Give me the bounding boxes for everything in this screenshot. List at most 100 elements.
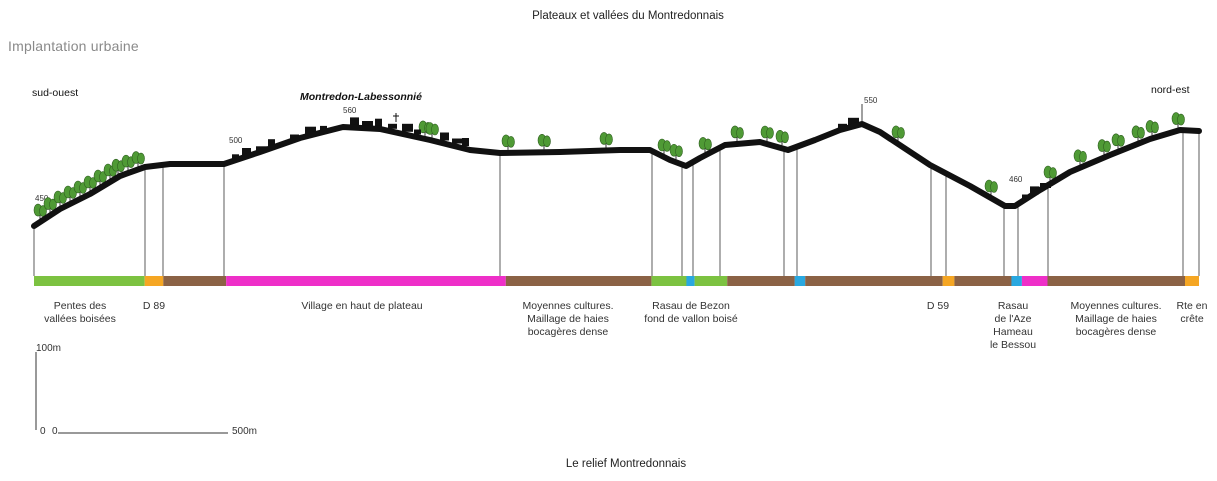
- tree-icon: [891, 125, 905, 141]
- tree-icon: [53, 190, 67, 206]
- ground-band-segment: [1011, 276, 1022, 286]
- building-icon: [440, 132, 449, 141]
- tree-icon: [730, 125, 744, 141]
- tree-icon: [669, 143, 683, 160]
- direction-northeast-label: nord-est: [1151, 84, 1190, 96]
- elevation-label-village: 560: [343, 106, 357, 115]
- ground-band-segment: [144, 276, 164, 286]
- diagram-title: Plateaux et vallées du Montredonnais: [532, 10, 724, 22]
- terrain-profile-line: [31, 121, 1202, 229]
- elevation-label-500: 500: [229, 136, 243, 145]
- elevation-label-sw: 450: [35, 194, 49, 203]
- scale-origin-x-label: 0: [52, 426, 58, 437]
- tree-icon: [425, 122, 439, 138]
- church-spire-icon: [393, 113, 399, 122]
- building-icon: [350, 117, 359, 126]
- tree-icon: [501, 134, 515, 150]
- zone-label-line: Maillage de haies: [1075, 313, 1157, 325]
- zone-label-line: Rte en: [1176, 300, 1208, 312]
- ground-band-segment: [805, 276, 943, 286]
- zone-label-line: bocagères dense: [1075, 326, 1157, 338]
- tree-icon: [1073, 149, 1087, 165]
- building-icon: [414, 129, 421, 135]
- tree-icon: [760, 125, 774, 141]
- ground-band-segment: [794, 276, 806, 286]
- zone-label-line: Pentes des: [53, 300, 107, 312]
- building-icon: [242, 148, 251, 156]
- zone-label-d89: D 89: [143, 300, 165, 313]
- building-icon: [362, 121, 373, 126]
- ground-band-segment: [1185, 276, 1199, 286]
- zone-label-line: Hameau: [993, 326, 1033, 338]
- ground-band-segment: [954, 276, 1012, 286]
- ground-band-segment: [686, 276, 695, 286]
- diagram-subtitle: Implantation urbaine: [8, 38, 139, 54]
- tree-icon: [1145, 120, 1159, 136]
- zone-label-line: Rasau de Bezon: [652, 300, 730, 312]
- zone-label-line: Maillage de haies: [527, 313, 609, 325]
- ground-band-segment: [727, 276, 795, 286]
- zone-label-line: de l'Aze: [994, 313, 1032, 325]
- zone-label-d59: D 59: [927, 300, 949, 313]
- tree-icon: [599, 132, 613, 148]
- building-icon: [402, 123, 413, 132]
- tree-icon: [1097, 139, 1111, 155]
- zone-label-line: Moyennes cultures.: [522, 300, 614, 312]
- tree-symbols: [33, 112, 1185, 220]
- tree-icon: [1111, 133, 1125, 149]
- zone-label-line: Rasau: [997, 300, 1029, 312]
- building-icon: [848, 117, 859, 126]
- tree-icon: [33, 203, 47, 220]
- ground-band-segment: [694, 276, 728, 286]
- building-icon: [305, 126, 316, 135]
- tree-icon: [984, 179, 998, 195]
- village-name-label: Montredon-Labessonnié: [300, 91, 422, 103]
- tree-icon: [83, 175, 97, 191]
- zone-label-line: Village en haut de plateau: [301, 300, 423, 312]
- zone-label-line: D 89: [142, 300, 166, 312]
- building-icon: [452, 138, 463, 144]
- ground-band-segment: [1047, 276, 1185, 286]
- direction-southwest-label: sud-ouest: [32, 87, 79, 99]
- tree-icon: [537, 133, 551, 150]
- ground-band-segment: [505, 276, 652, 286]
- tree-icon: [131, 151, 145, 167]
- elevation-label-peak: 550: [864, 96, 878, 105]
- zone-divider-lines: [33, 130, 1200, 276]
- tree-icon: [657, 138, 671, 154]
- tree-icon: [1171, 112, 1185, 128]
- ground-land-use-band: [34, 276, 1199, 286]
- zone-label-line: D 59: [926, 300, 950, 312]
- tree-icon: [1131, 125, 1145, 141]
- elevation-label-valley: 460: [1009, 175, 1023, 184]
- zone-label-line: bocagères dense: [527, 326, 609, 338]
- zone-label-line: fond de vallon boisé: [644, 313, 738, 325]
- scale-origin-y-label: 0: [40, 426, 46, 437]
- vertical-scale-label: 100m: [36, 343, 62, 354]
- tree-icon: [775, 129, 789, 146]
- building-icon: [268, 139, 275, 148]
- zone-label-line: Moyennes cultures.: [1070, 300, 1162, 312]
- tree-icon: [93, 169, 107, 185]
- ground-band-segment: [34, 276, 145, 286]
- building-icon: [375, 118, 382, 127]
- tree-icon: [73, 180, 87, 196]
- horizontal-scale-label: 500m: [232, 426, 258, 437]
- zone-label-village: Village en haut de plateau: [301, 300, 422, 313]
- tree-icon: [698, 137, 712, 153]
- ground-band-segment: [163, 276, 227, 286]
- zone-label-line: crête: [1180, 313, 1204, 325]
- zone-label-line: vallées boisées: [44, 313, 116, 325]
- ground-band-segment: [942, 276, 955, 286]
- zone-label-line: le Bessou: [989, 339, 1037, 351]
- building-icon: [462, 138, 469, 146]
- building-icon: [232, 154, 239, 160]
- building-icon: [320, 125, 327, 131]
- ground-band-segment: [651, 276, 687, 286]
